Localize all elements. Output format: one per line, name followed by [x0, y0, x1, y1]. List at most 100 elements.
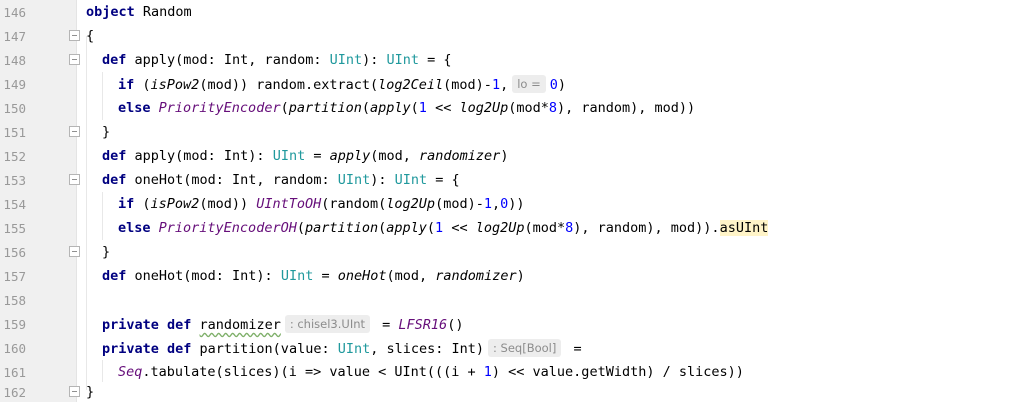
type-name: UInt: [280, 268, 314, 284]
code-line-148[interactable]: 148 def apply(mod: Int, random: UInt): U…: [0, 48, 1031, 72]
type-name: UInt: [329, 52, 363, 68]
object-reference: PriorityEncoderOH: [158, 220, 297, 236]
code-line-156[interactable]: 156 }: [0, 240, 1031, 264]
identifier-warning: randomizer: [199, 317, 281, 333]
indent-guide: [102, 72, 103, 120]
line-text: def apply(mod: Int, random: UInt): UInt …: [102, 52, 452, 68]
code-line-157[interactable]: 157 def oneHot(mod: Int): UInt = oneHot(…: [0, 264, 1031, 288]
fold-toggle-icon[interactable]: [69, 30, 80, 41]
code-line-152[interactable]: 152 def apply(mod: Int): UInt = apply(mo…: [0, 144, 1031, 168]
line-number: 159: [3, 316, 26, 332]
code-token: [191, 317, 199, 333]
function-call: apply: [329, 148, 371, 164]
keyword: def: [102, 268, 127, 284]
function-call: log2Up: [386, 196, 436, 212]
line-text: def apply(mod: Int): UInt = apply(mod, r…: [102, 148, 508, 164]
code-token: ): [557, 77, 567, 93]
code-token: )): [508, 196, 525, 212]
code-token: (mod)): [199, 196, 257, 212]
keyword: else: [118, 100, 151, 116]
number-literal: 1: [418, 100, 427, 116]
code-token: = {: [419, 52, 452, 68]
code-token: .tabulate(slices)(i => value < UInt(((i …: [142, 364, 484, 380]
code-token: (: [134, 77, 151, 93]
line-number: 156: [3, 244, 26, 260]
code-line-159[interactable]: 159 private def randomizer: chisel3.UInt…: [0, 312, 1031, 336]
code-token: ): [516, 268, 525, 284]
fold-toggle-icon[interactable]: [69, 386, 80, 397]
code-token: apply(mod: Int, random:: [126, 52, 330, 68]
type-name: UInt: [272, 148, 306, 164]
fold-toggle-icon[interactable]: [69, 174, 80, 185]
code-line-147[interactable]: 147 {: [0, 24, 1031, 48]
code-line-154[interactable]: 154 if (isPow2(mod)) UIntToOH(random(log…: [0, 192, 1031, 216]
code-token: =: [565, 341, 582, 357]
function-call: log2Up: [459, 100, 509, 116]
code-token: (: [361, 100, 371, 116]
code-area[interactable]: [77, 0, 1031, 402]
code-token: (: [280, 100, 289, 116]
code-line-155[interactable]: 155 else PriorityEncoderOH(partition(app…: [0, 216, 1031, 240]
function-call: partition: [304, 220, 379, 236]
line-text: }: [86, 384, 94, 400]
code-token: ) << value.getWidth) / slices)): [491, 364, 744, 380]
function-call: isPow2: [150, 196, 200, 212]
highlighted-call: asUInt: [719, 220, 769, 236]
code-line-153[interactable]: 153 def oneHot(mod: Int, random: UInt): …: [0, 168, 1031, 192]
line-number: 154: [3, 196, 26, 212]
line-number-gutter: [0, 0, 76, 402]
code-token: ), random), mod)): [557, 100, 696, 116]
function-call: randomizer: [435, 268, 517, 284]
line-number: 152: [3, 148, 26, 164]
code-line-151[interactable]: 151 }: [0, 120, 1031, 144]
line-text: else PriorityEncoderOH(partition(apply(1…: [118, 220, 769, 236]
number-literal: 8: [548, 100, 558, 116]
line-text: private def randomizer: chisel3.UInt = L…: [102, 315, 463, 333]
code-line-161[interactable]: 161 Seq.tabulate(slices)(i => value < UI…: [0, 360, 1031, 384]
line-number: 160: [3, 340, 26, 356]
keyword: else: [118, 220, 151, 236]
code-token: =: [313, 268, 338, 284]
keyword: private def: [102, 317, 192, 333]
fold-toggle-icon[interactable]: [69, 54, 80, 65]
fold-toggle-icon[interactable]: [69, 246, 80, 257]
code-line-158[interactable]: 158: [0, 288, 1031, 312]
code-token: (mod*: [524, 220, 566, 236]
line-number: 147: [3, 28, 26, 44]
code-token: ), random), mod)).: [573, 220, 720, 236]
type-name: UInt: [337, 341, 371, 357]
object-reference: Seq: [118, 364, 143, 380]
code-token: [151, 100, 159, 116]
brace: }: [86, 384, 95, 400]
line-number: 146: [3, 4, 26, 20]
line-number: 151: [3, 124, 26, 140]
code-token: <<: [426, 100, 460, 116]
identifier: Random: [134, 4, 192, 20]
function-call: apply: [386, 220, 427, 236]
code-token: apply(mod: Int):: [126, 148, 273, 164]
function-call: log2Up: [475, 220, 525, 236]
code-token: [151, 220, 159, 236]
code-line-160[interactable]: 160 private def partition(value: UInt, s…: [0, 336, 1031, 360]
function-call: isPow2: [150, 77, 200, 93]
code-line-162[interactable]: 162 }: [0, 380, 1031, 404]
function-call: log2Ceil: [378, 77, 444, 93]
line-number: 158: [3, 292, 26, 308]
line-text: def oneHot(mod: Int): UInt = oneHot(mod,…: [102, 268, 525, 284]
line-text: Seq.tabulate(slices)(i => value < UInt((…: [118, 364, 744, 380]
line-text: if (isPow2(mod)) UIntToOH(random(log2Up(…: [118, 196, 525, 212]
fold-toggle-icon[interactable]: [69, 126, 80, 137]
code-token: (mod)-: [443, 77, 492, 93]
code-token: =: [305, 148, 330, 164]
code-token: (: [410, 100, 419, 116]
line-text: {: [86, 28, 94, 44]
code-line-150[interactable]: 150 else PriorityEncoder(partition(apply…: [0, 96, 1031, 120]
line-text: }: [102, 124, 110, 140]
line-text: object Random: [86, 4, 192, 20]
code-token: , slices: Int): [370, 341, 485, 357]
code-line-146[interactable]: 146 object Random: [0, 0, 1031, 24]
type-hint: : Seq[Bool]: [488, 339, 562, 357]
keyword: object: [86, 4, 135, 20]
indent-guide: [102, 360, 103, 382]
code-line-149[interactable]: 149 if (isPow2(mod)) random.extract(log2…: [0, 72, 1031, 96]
